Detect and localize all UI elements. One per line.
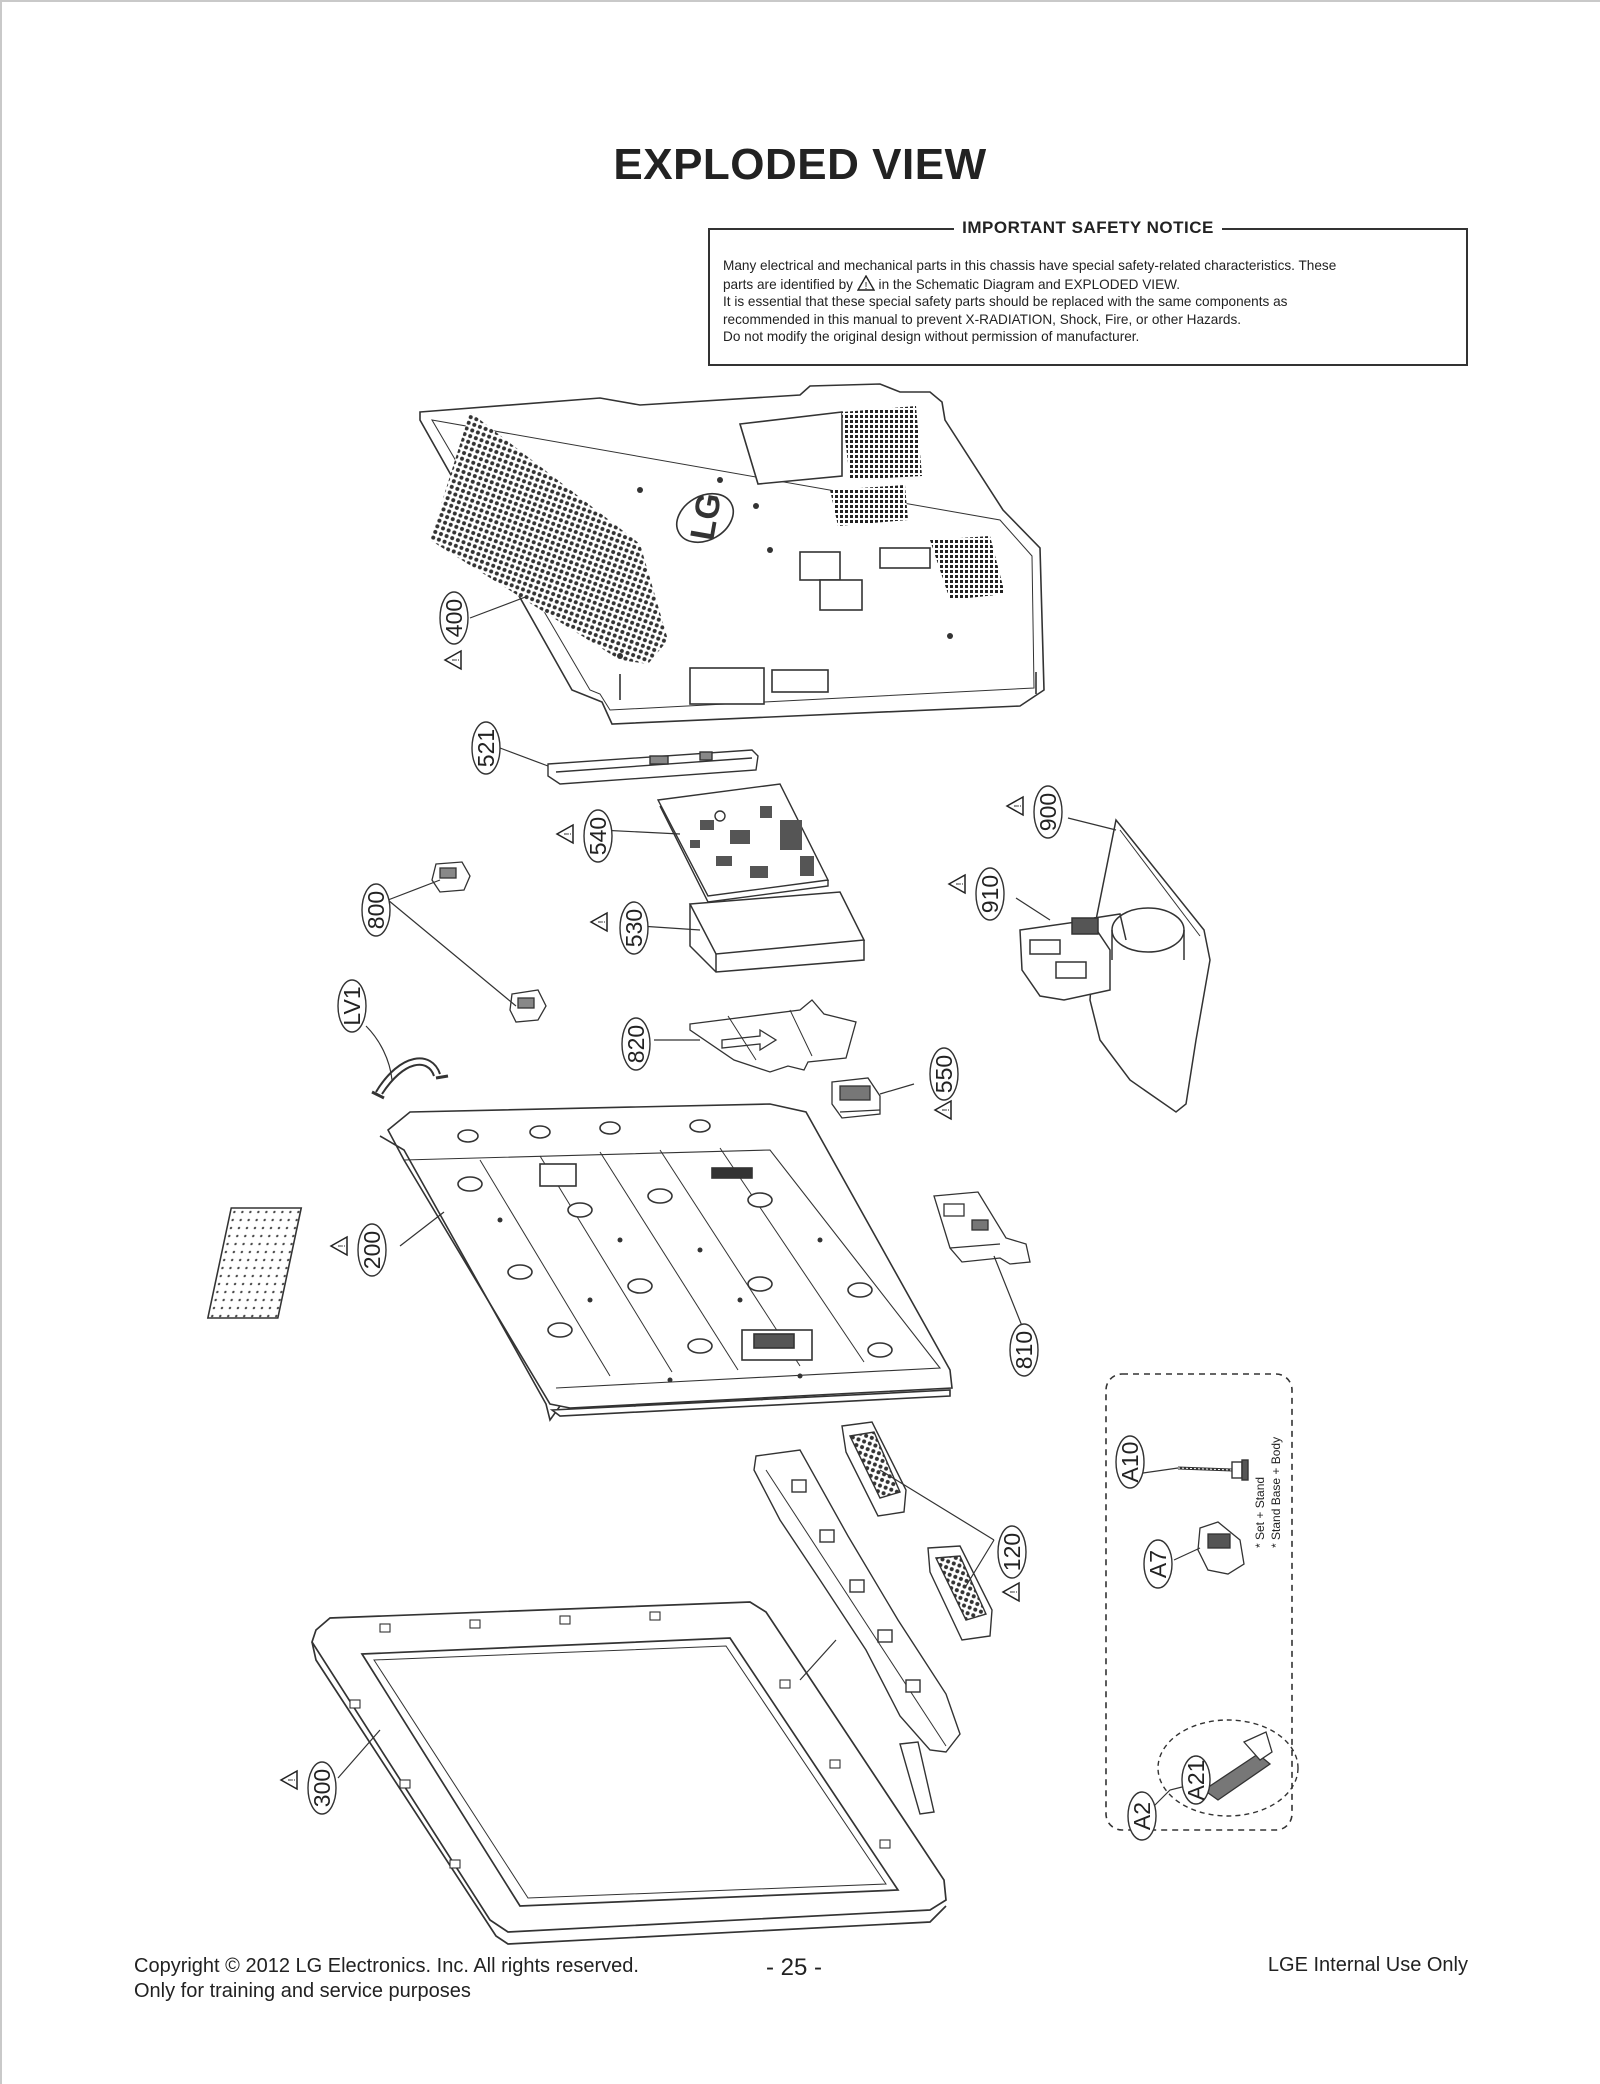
notice-line-5: Do not modify the original design withou… [723,329,1140,345]
svg-text:A10: A10 [1117,1442,1143,1483]
bracket-810-part [933,1191,1031,1265]
cover-a21-part [1202,1731,1273,1801]
callout-540: 540 [556,809,613,863]
svg-text:900: 900 [1035,793,1061,831]
callout-120: 120 [997,1525,1027,1602]
back-cover-part: LG [419,383,1045,725]
shield-box-530-part [688,891,866,973]
safety-notice-heading: IMPORTANT SAFETY NOTICE [954,218,1222,237]
stand-900-910-part [1019,818,1211,1113]
callout-550: 550 [929,1047,959,1120]
speaker-120-part [753,1421,993,1815]
callout-800: 800 [361,883,391,937]
svg-text:400: 400 [441,599,467,637]
svg-text:A2: A2 [1129,1802,1155,1830]
notice-line-2-start: parts are identified by [723,276,853,292]
svg-text:550: 550 [931,1055,957,1093]
chassis-frame-200-part [206,1103,953,1422]
svg-text:530: 530 [621,909,647,947]
svg-text:810: 810 [1011,1331,1037,1369]
callout-a7: A7 [1143,1539,1173,1589]
clip-800-part [431,861,547,1023]
svg-text:!: ! [864,281,867,291]
svg-text:540: 540 [585,817,611,855]
notice-line-2: parts are identified by ! in the Schemat… [723,274,1453,294]
footer-internal-use: LGE Internal Use Only [1267,1954,1468,1976]
footer-copyright-block: Copyright © 2012 LG Electronics. Inc. Al… [134,1954,639,2004]
stand-note-2: * Stand Base + Body [1269,1437,1283,1548]
callout-lv1: LV1 [337,979,367,1033]
main-board-540-part [656,783,830,903]
footer-copyright: Copyright © 2012 LG Electronics. Inc. Al… [134,1955,639,1977]
svg-text:521: 521 [473,729,499,767]
svg-text:120: 120 [999,1533,1025,1571]
callout-530: 530 [590,901,649,955]
callout-521: 521 [471,721,501,775]
callout-a2: A2 [1127,1791,1157,1841]
notice-line-1: Many electrical and mechanical parts in … [723,258,1337,273]
svg-text:A7: A7 [1145,1550,1171,1578]
page-number: - 25 - [766,1954,823,1981]
footer-training-note: Only for training and service purposes [134,1980,471,2002]
svg-text:200: 200 [359,1231,385,1269]
insulation-sheet-820-part [689,999,857,1073]
cable-lv1-part [371,1057,449,1100]
front-bezel-300-part [311,1601,947,1945]
callout-820: 820 [621,1017,651,1071]
page-title: EXPLODED VIEW [613,140,987,189]
svg-text:LV1: LV1 [339,986,365,1025]
notice-line-2-end: in the Schematic Diagram and EXPLODED VI… [878,276,1180,292]
svg-text:A21: A21 [1183,1760,1209,1801]
callout-a10: A10 [1115,1435,1145,1489]
notice-line-3: It is essential that these special safet… [723,294,1288,310]
bracket-521-part [547,749,759,785]
leader-lines [337,595,1201,1807]
lg-logo-text: LG [683,490,729,543]
stand-note-1: * Set + Stand [1253,1477,1267,1548]
callout-810: 810 [1009,1323,1039,1377]
stand-accessory-box: * Set + Stand * Stand Base + Body [1105,1373,1299,1831]
svg-text:800: 800 [363,891,389,929]
callout-910: 910 [948,867,1005,921]
svg-text:820: 820 [623,1025,649,1063]
callout-a21: A21 [1181,1755,1211,1805]
warning-triangle-icon: ! [856,274,875,291]
module-550-part [831,1077,881,1119]
svg-text:910: 910 [977,875,1003,913]
callout-300: 300 [280,1761,337,1815]
screw-a10-part [1177,1459,1249,1481]
bracket-a7-part [1197,1521,1245,1575]
callout-400: 400 [439,591,469,670]
notice-line-4: recommended in this manual to prevent X-… [723,311,1242,327]
callout-900: 900 [1006,785,1063,839]
callout-200: 200 [330,1223,387,1277]
safety-notice-box: IMPORTANT SAFETY NOTICE Many electrical … [708,218,1468,366]
svg-text:300: 300 [309,1769,335,1807]
safety-notice-body: Many electrical and mechanical parts in … [723,257,1453,346]
